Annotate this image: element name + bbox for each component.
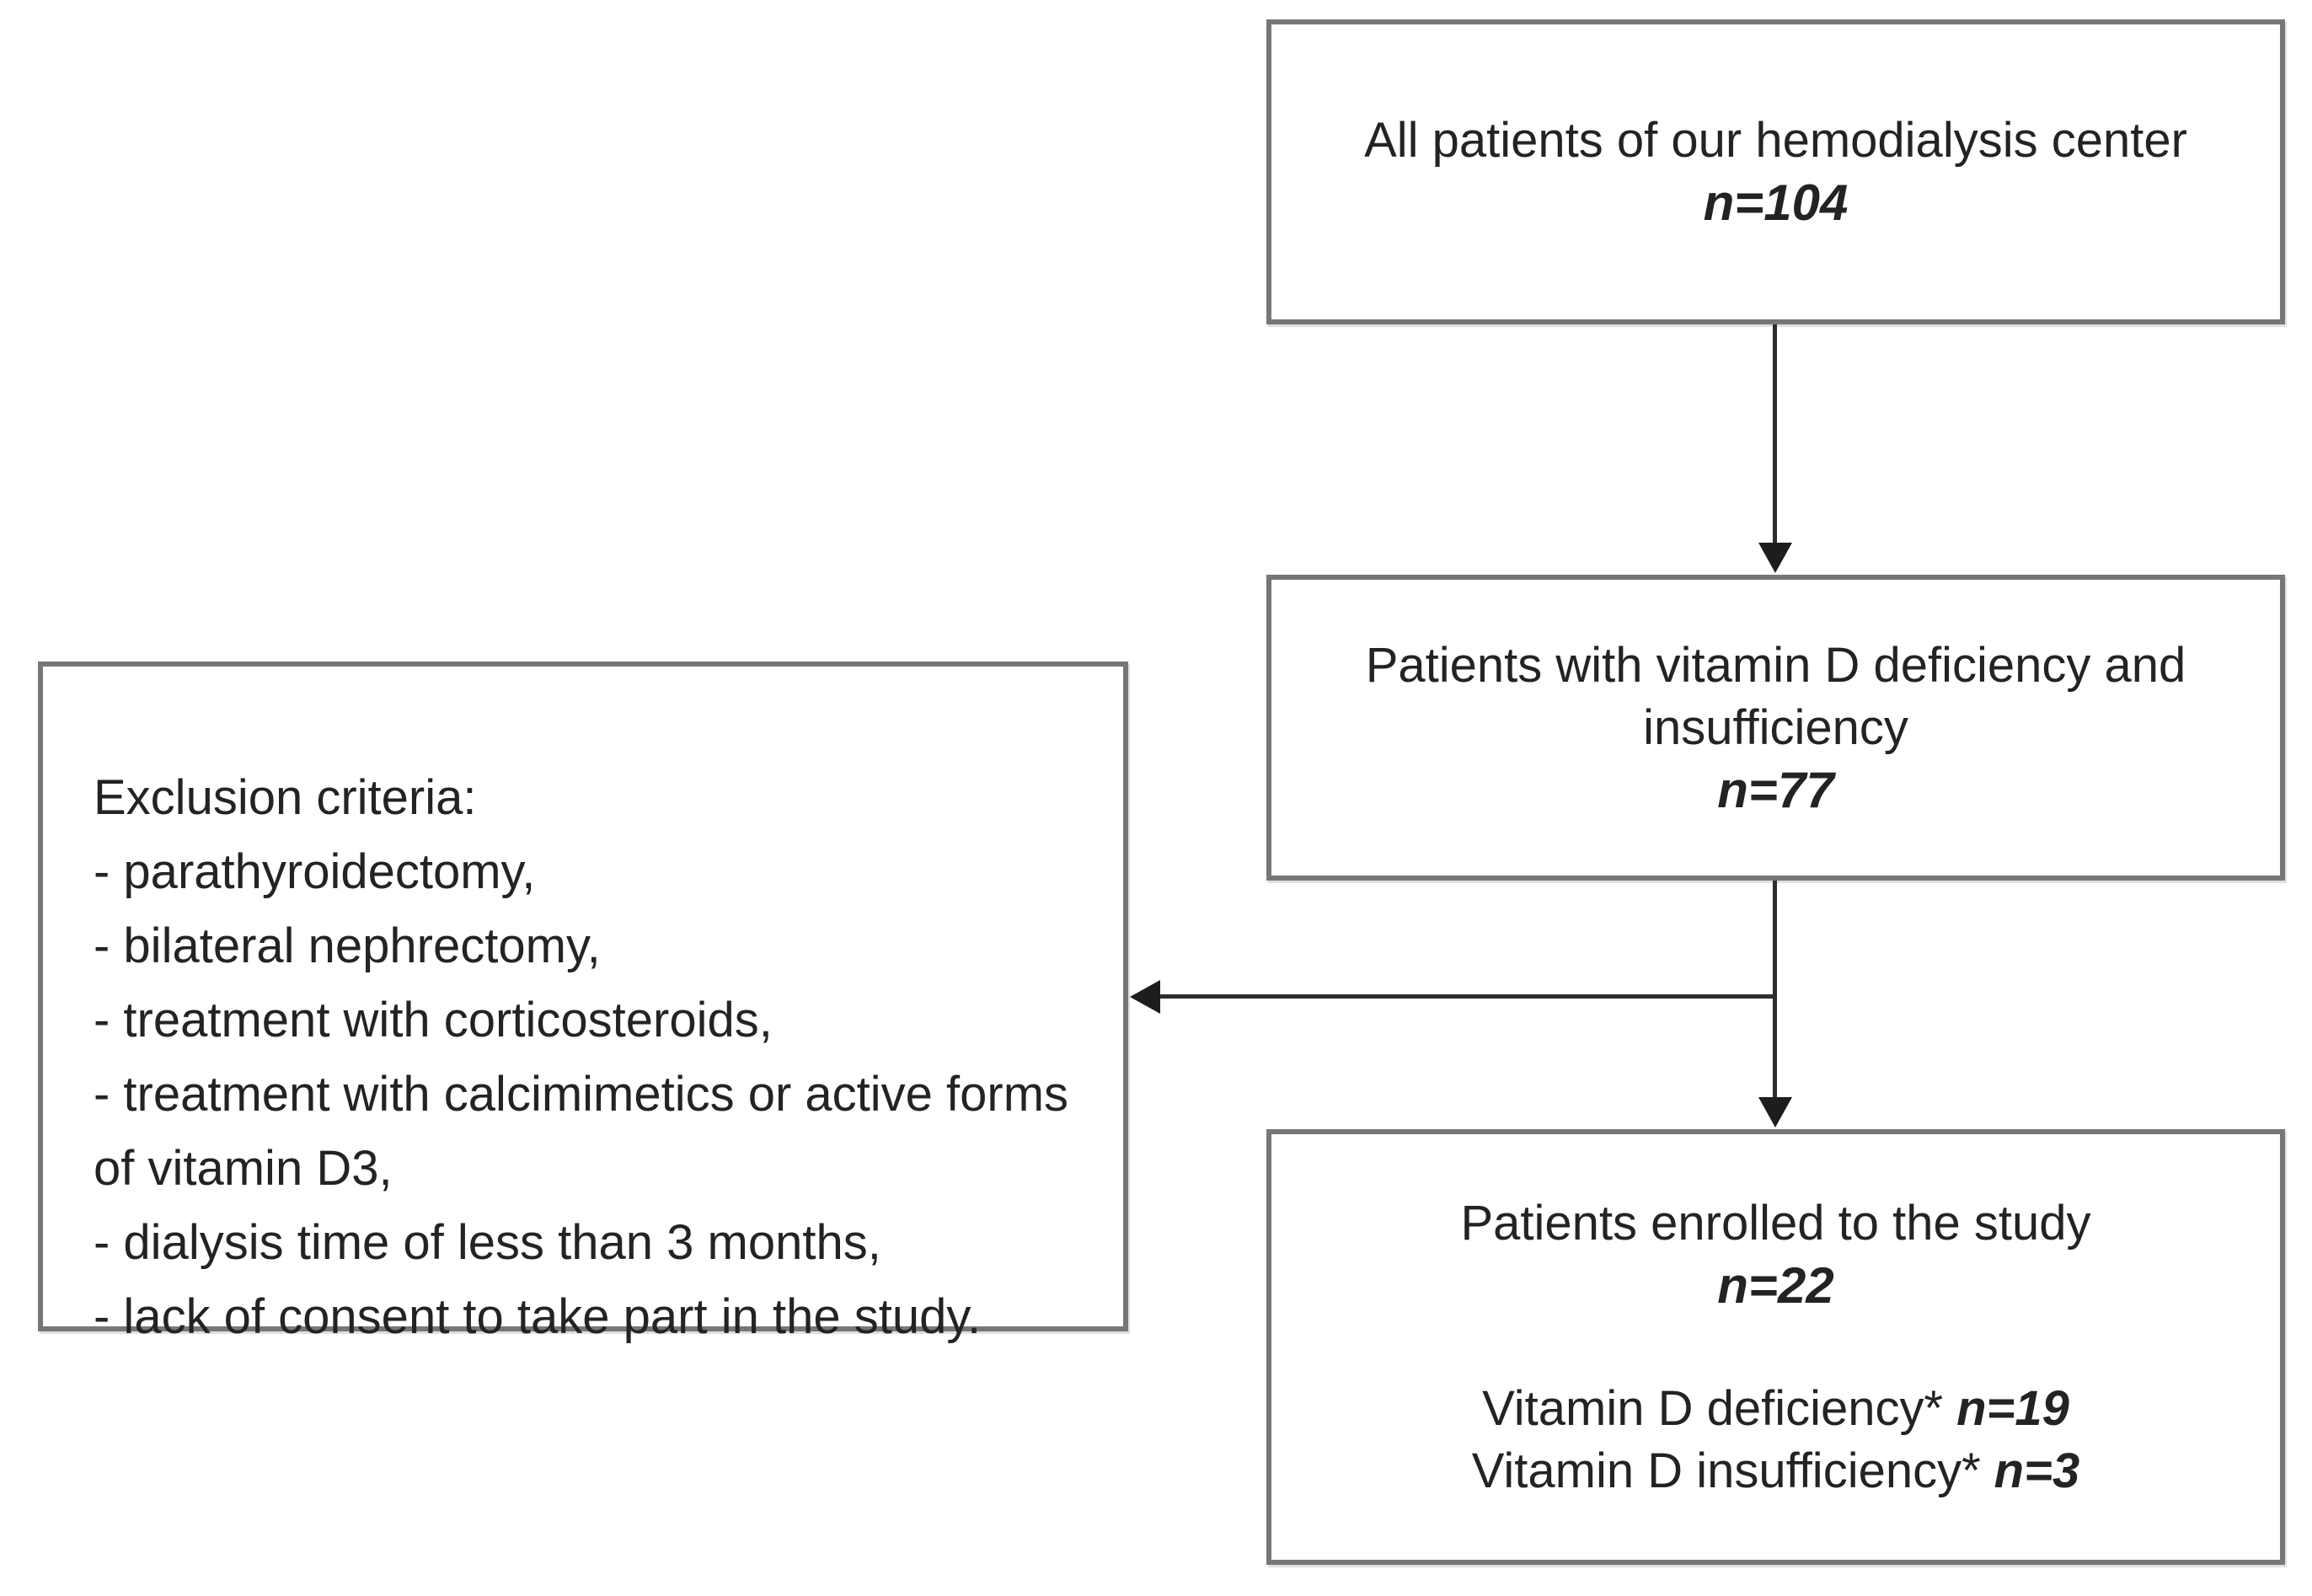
arrow-to-exclusion-head [1130, 980, 1160, 1014]
box-enrolled: Patients enrolled to the study n=22 Vita… [1266, 1129, 2285, 1565]
box-all-patients-n: n=104 [1703, 174, 1849, 231]
exclusion-item: - bilateral nephrectomy, [94, 919, 601, 973]
subgroup-deficiency-label: Vitamin D deficiency* [1482, 1380, 1944, 1436]
arrow-middle-to-enrolled-head [1758, 1097, 1792, 1127]
exclusion-title: Exclusion criteria: [94, 770, 477, 825]
box-deficiency-insufficiency-text: Patients with vitamin D deficiency and i… [1365, 637, 2186, 755]
box-deficiency-insufficiency-n: n=77 [1717, 761, 1834, 818]
box-exclusion-criteria: Exclusion criteria: - parathyroidectomy,… [38, 661, 1128, 1344]
box-all-patients: All patients of our hemodialysis center … [1266, 19, 2285, 324]
arrow-top-to-middle-line [1773, 324, 1777, 543]
arrow-top-to-middle-head [1758, 543, 1792, 573]
subgroup-deficiency-n: n=19 [1956, 1380, 2069, 1436]
arrow-middle-to-enrolled-line [1773, 881, 1777, 1101]
subgroup-insufficiency-n: n=3 [1994, 1443, 2080, 1498]
box-enrolled-n: n=22 [1717, 1256, 1834, 1314]
subgroup-deficiency: Vitamin D deficiency*n=19 [1482, 1378, 2069, 1440]
subgroup-insufficiency: Vitamin D insufficiency*n=3 [1472, 1440, 2079, 1502]
exclusion-item: - treatment with calcimimetics or active… [94, 1067, 1069, 1196]
exclusion-item: - lack of consent to take part in the st… [94, 1289, 982, 1344]
exclusion-item: - parathyroidectomy, [94, 844, 536, 899]
box-enrolled-text: Patients enrolled to the study [1460, 1195, 2091, 1251]
arrow-to-exclusion-line [1160, 994, 1775, 999]
exclusion-item: - dialysis time of less than 3 months, [94, 1215, 881, 1270]
box-deficiency-insufficiency: Patients with vitamin D deficiency and i… [1266, 575, 2285, 881]
exclusion-item: - treatment with corticosteroids, [94, 993, 773, 1047]
subgroup-insufficiency-label: Vitamin D insufficiency* [1471, 1443, 1981, 1498]
box-all-patients-text: All patients of our hemodialysis center [1364, 113, 2187, 168]
